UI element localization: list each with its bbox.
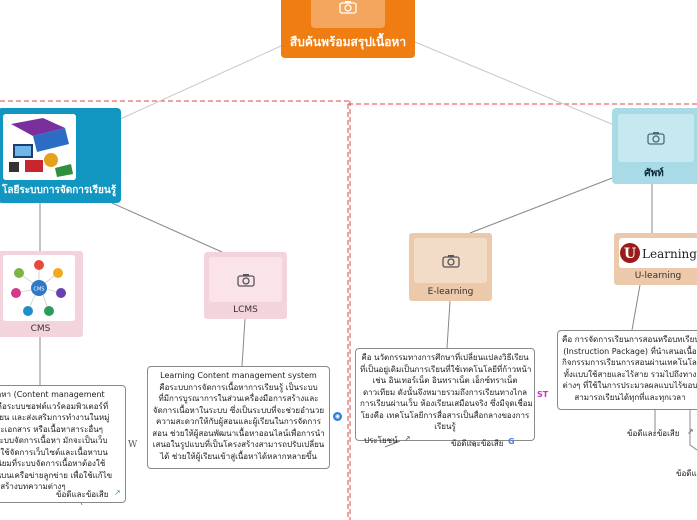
note-line: ะระบบจัดการเนื้อหา มักจะเป็นเว็บ [0,436,108,445]
lcms-subtopic[interactable]: LCMS [204,252,287,319]
image-placeholder [311,0,385,28]
edge [469,440,477,448]
lcms-title: LCMS [233,305,258,315]
note-line: ที่มีการบูรณาการในส่วนเครื่องมือการสร้าง… [158,394,319,403]
note-line: ทั้งแบบใช้สายและไร้สาย รวมไปถึงทาง [563,369,697,379]
external-link-icon[interactable]: ↗ [404,434,411,443]
ulearning-note[interactable]: คือ การจัดการเรียนการสอนหรือบทเรียน (Ins… [557,330,697,410]
image-placeholder [414,238,487,283]
central-topic-title: สืบค้นพร้อมสรุปเนื้อหา [289,35,407,49]
note-line: ได้ ช่วยให้ผู้เรียนเข้าสู่เนื้อหาได้หลาก… [160,451,317,461]
note-line: จัดการเนื้อหาในระบบ ซึ่งเป็นระบบที่จะช่ว… [152,405,325,415]
elearning-note[interactable]: คือ นวัตกรรมทางการศึกษาที่เปลี่ยนแปลงวิธ… [355,348,535,441]
edge [111,202,223,253]
image-placeholder [209,257,282,302]
cms-image-label: CMS [34,287,45,293]
note-line: การเรียนผ่านเว็บ ห้องเรียนเสมือนจริง ซึ่… [360,399,533,408]
wikipedia-icon[interactable]: W [128,440,138,450]
camera-icon [237,274,255,287]
elearning-title: E-learning [427,287,474,297]
note-line: กิจกรรมการเรียนการสอนผ่านเทคโนโลยี [562,358,697,367]
edge [117,45,282,121]
cms-main-topic[interactable]: โลยีระบบการจัดการเรียนรู้ [0,108,121,203]
ulearning-subtopic[interactable]: U Learning U-learning [614,233,697,285]
note-line: คือ การจัดการเรียนการสอนหรือบทเรียน [562,335,697,344]
note-line: ละสร้างบทความต่างๆ [0,482,66,491]
elearning-benefit-link[interactable]: ประโยชน์ [364,436,398,445]
note-line: มนิยมที่ระบบจัดการเนื้อหาต้องใช้ [0,459,106,468]
note-line: คือ นวัตกรรมทางการศึกษาที่เปลี่ยนแปลงวิธ… [361,353,529,362]
ulearning-link-label[interactable]: ข้อดีและข้อเสีย [627,429,680,438]
cms-note[interactable]: นื้อหา (Content management ) คือระบบซอฟต… [0,385,126,503]
ulearning-logo-text: Learning [642,247,697,261]
note-line: เช่น อินเทอร์เน็ต อินทราเน็ต เอ็กซ์ทราเน… [372,376,518,385]
cms-diagram-image: CMS [3,255,75,321]
edge [414,41,615,126]
lms-illustration [3,114,76,180]
elearning-proscons-link[interactable]: ข้อดีและข้อเสีย [451,439,504,448]
central-topic[interactable]: สืบค้นพร้อมสรุปเนื้อหา [281,0,415,58]
camera-icon [339,1,357,14]
cms-main-title: โลยีระบบการจัดการเรียนรู้ [2,185,117,196]
external-link-icon[interactable]: ↗ [687,427,694,436]
note-line: ความสะดวกให้กับผู้สอนและผู้เรียนในการจัด… [155,417,322,426]
note-line: ต่างๆ ที่ใช้ในการประมวลผลแบบไร้ขอบ [562,381,697,390]
note-line: นื้อหา (Content management [0,390,105,399]
note-line: ที่เป็นอยู่เดิมเป็นการเรียนที่ใช้เทคโนโล… [360,364,532,374]
link-icon[interactable]: ↗ [114,488,121,497]
google-icon[interactable]: G [508,437,515,446]
note-line: เรียนรู้ [434,422,456,431]
note-line: สามารถเรียนได้ทุกที่และทุกเวลา [574,392,686,402]
cms-subtopic[interactable]: CMS CMS [0,251,83,337]
note-line: สอน ช่วยให้ผู้สอนพัฒนาเนื้อหาออนไลน์เพื่… [152,428,325,438]
note-line: เสนอในรูปแบบที่เป็นโครงสร้างสามารถปรับเป… [152,440,325,449]
site-icon[interactable]: ST [537,390,549,399]
edge [689,410,697,451]
vocabulary-main-topic[interactable]: ศัพท์ [612,108,697,184]
camera-icon [647,132,665,145]
image-placeholder [618,114,694,162]
note-line: คือระบบการจัดการเนื้อหาการเรียนรู้ เป็นร… [159,382,318,392]
elearning-subtopic[interactable]: E-learning [409,233,492,301]
edge [631,284,641,331]
ulearning-link-label-2[interactable]: ข้อดีแ [676,469,697,478]
ulearning-logo: U Learning [619,238,697,268]
cms-link-label[interactable]: ข้อดีและข้อเสีย [56,490,109,499]
edge [446,300,451,349]
ulearning-title: U-learning [634,271,682,281]
note-line: (Instruction Package) ที่นำเสนอเนื้อ [563,346,697,356]
note-line: ซึ่งใช้จัดการเว็บไซต์และเนื้อหาบน [0,447,108,457]
note-line: ) คือระบบซอฟต์แวร์คอมพิวเตอร์ที่ [0,401,109,411]
note-line: สาะเอกสาร หรือเนื้อหาสาระอื่นๆ [0,424,103,434]
note-line: Learning Content management system [160,371,317,380]
camera-icon [442,255,460,268]
note-line: ยนบนเครือข่ายลูกข่าย เพื่อใช้แก้ไข [0,470,113,480]
note-line: โยงคือ เทคโนโลยีการสื่อสารเป็นสื่อกลางขอ… [360,410,530,420]
cms-title: CMS [30,324,51,334]
note-line: ดาวเทียม ดังนั้นจึงหมายรวมถึงการเรียนทาง… [362,387,528,397]
vocabulary-title: ศัพท์ [644,168,664,179]
edge [241,318,246,367]
edge [469,174,621,234]
note-line: เขียน และส่งเสริมการทำงานในหมู่ [0,413,110,422]
edge [384,440,401,448]
chrome-icon[interactable]: ◉ [333,412,342,421]
ulearning-logo-letter: U [624,246,636,262]
lcms-note[interactable]: Learning Content management system คือระ… [147,366,330,469]
